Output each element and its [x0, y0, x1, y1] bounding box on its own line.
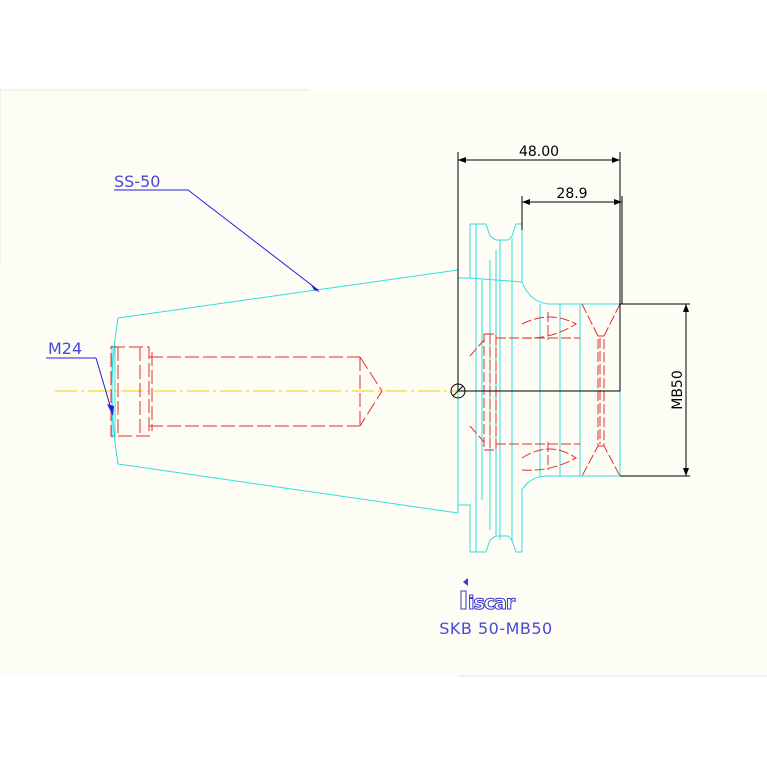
shank-label: SS-50 [114, 172, 160, 191]
taper-shank [111, 269, 459, 514]
dimension-arrows [458, 157, 689, 476]
iscar-logo: iscar [460, 578, 517, 615]
svg-text:iscar: iscar [468, 592, 516, 614]
gauge-point-circle [450, 383, 466, 399]
overall-length-dimension: 48.00 [519, 144, 559, 160]
bore-depth-dimension: 28.9 [556, 186, 587, 202]
bore-diameter-dimension: MB50 [670, 370, 686, 410]
shank-leader-arrow [310, 283, 320, 292]
hidden-internal-thread [110, 346, 383, 437]
gauge-point-mark [452, 385, 464, 397]
dimension-lines [457, 152, 690, 477]
thread-label: M24 [48, 339, 82, 358]
thread-leader [46, 357, 113, 413]
hidden-flange-bore [469, 303, 621, 477]
part-number: SKB 50-MB50 [439, 619, 552, 638]
thread-leader-arrow [107, 404, 114, 416]
shank-leader [114, 189, 319, 291]
drawing-area [0, 90, 767, 676]
flange [457, 223, 621, 553]
